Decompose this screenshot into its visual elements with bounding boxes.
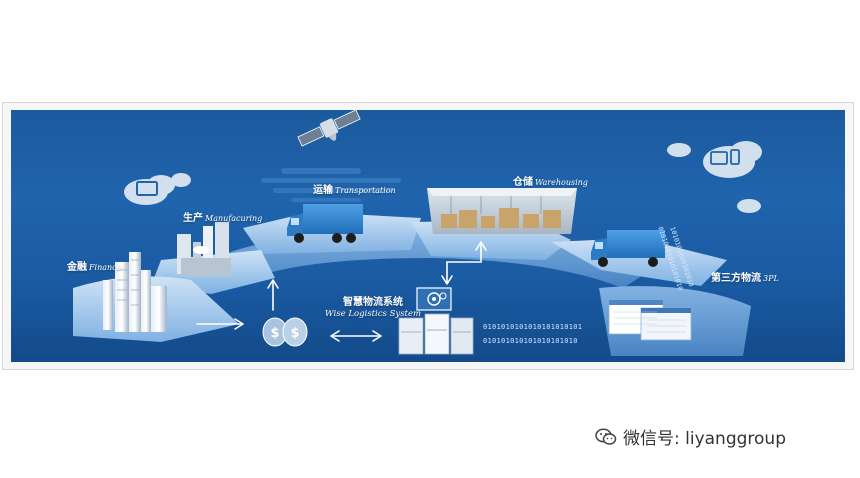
software-screens-icon: [608, 299, 692, 341]
wechat-icon: [595, 428, 617, 445]
label-3pl-cn: 第三方物流: [711, 273, 761, 284]
server-icon: [398, 313, 474, 355]
svg-text:$: $: [270, 326, 279, 341]
wechat-watermark: 微信号: liyanggroup: [595, 424, 786, 449]
devices-icon-right: [710, 149, 740, 165]
label-wise-logistics-en: Wise Logistics System: [324, 309, 422, 319]
label-warehousing-cn: 仓储: [513, 177, 533, 188]
truck-icon-3pl: [591, 230, 665, 267]
label-transportation-cn: 运输: [313, 185, 333, 196]
world-map-background: [261, 168, 401, 210]
warehouse-icon: [427, 188, 577, 234]
label-warehousing-en: Warehousing: [535, 178, 588, 187]
truck-icon-transport: [287, 204, 363, 243]
label-wise-logistics-cn: 智慧物流系统: [343, 297, 403, 308]
cloud-icon-right: [667, 141, 762, 213]
label-finance-cn: 金融: [67, 262, 87, 273]
svg-text:$: $: [290, 326, 299, 341]
coins-icon: $ $: [262, 317, 308, 347]
gear-icon: [416, 287, 452, 311]
label-finance-en: Finance: [89, 263, 122, 272]
label-3pl-en: 3PL: [763, 274, 779, 283]
flow-arrows: [196, 241, 487, 342]
watermark-text: 微信号: liyanggroup: [623, 429, 786, 449]
label-transportation-en: Transportation: [335, 186, 396, 195]
factory-icon: [177, 222, 231, 276]
binary-stream-2: 010101010101010101010: [483, 337, 578, 345]
satellite-icon: [297, 110, 361, 147]
binary-stream-1: 0101010101010101010101: [483, 323, 583, 331]
finance-buildings-icon: [103, 252, 167, 332]
label-manufacturing-en: Manufacuring: [205, 214, 263, 223]
arrow-system-warehouse: [446, 243, 482, 283]
label-manufacturing-cn: 生产: [183, 213, 203, 224]
diagram-graphics: $ $: [73, 110, 762, 356]
monitor-icon-left: [136, 181, 158, 196]
